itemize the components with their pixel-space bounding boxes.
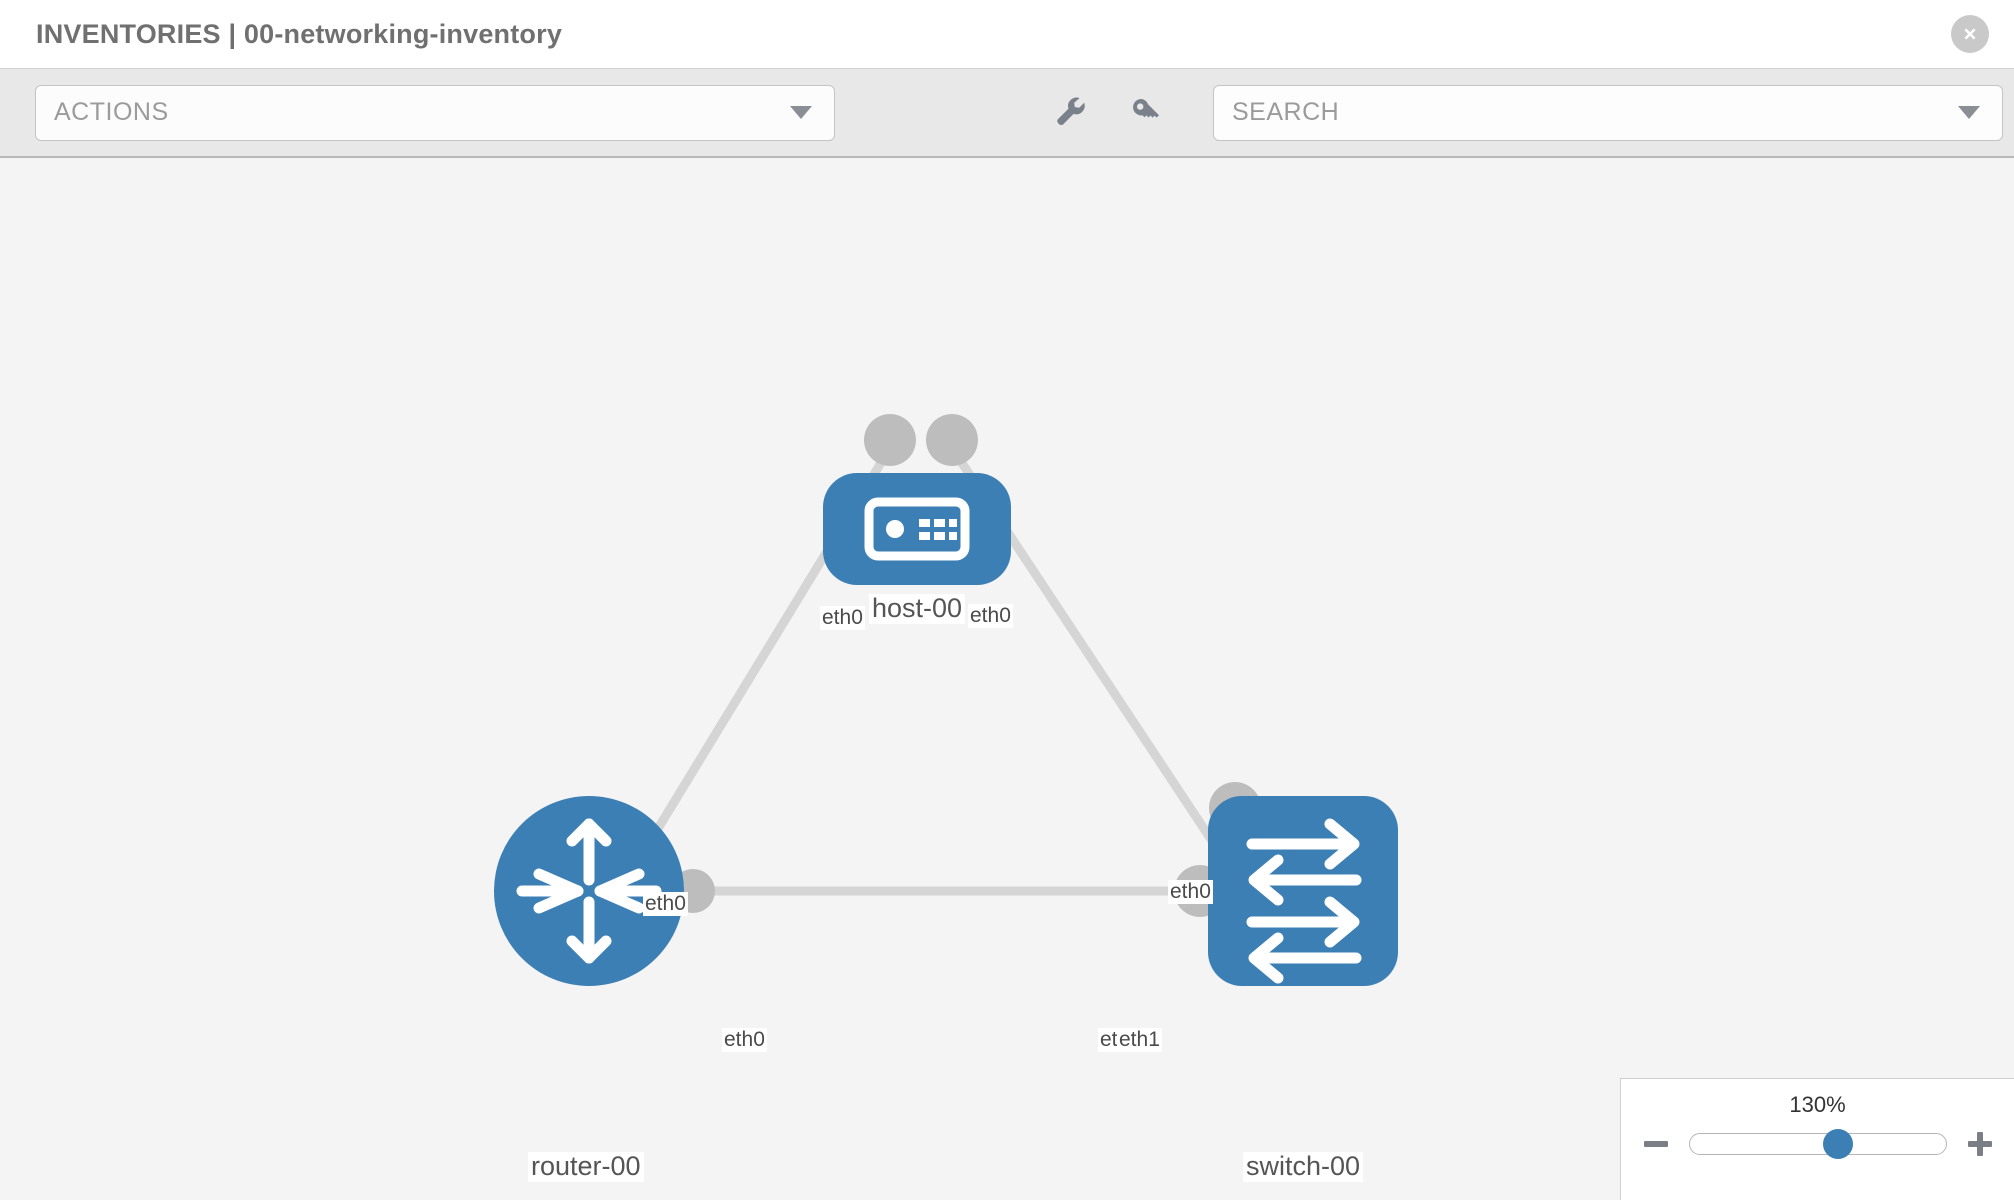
iface-label-switch00-uplink: eth0 [1168, 880, 1213, 905]
server-icon [864, 497, 970, 561]
port-host00-eth0-left [864, 414, 916, 466]
iface-label-host00-right: eth0 [968, 604, 1013, 629]
zoom-control-panel: 130% [1620, 1078, 2014, 1200]
search-placeholder: SEARCH [1232, 98, 1340, 126]
key-icon[interactable] [1128, 91, 1166, 134]
search-input[interactable]: SEARCH [1213, 84, 2003, 141]
topology-graph [494, 414, 1398, 986]
node-host-00 [823, 473, 1011, 585]
zoom-slider-thumb[interactable] [1822, 1129, 1853, 1159]
topology-canvas[interactable]: host-00 router-00 switch-00 eth0 eth0 et… [0, 158, 2014, 1200]
toolbar-icon-group [1050, 91, 1166, 134]
chevron-down-icon [790, 106, 812, 119]
close-icon[interactable] [1951, 15, 1989, 53]
page-title: INVENTORIES | 00-networking-inventory [36, 18, 563, 49]
router-arrows-icon [516, 818, 662, 964]
switch-arrows-icon [1246, 818, 1362, 984]
zoom-slider-track[interactable] [1688, 1129, 1947, 1159]
iface-label-router00-uplink: eth0 [643, 892, 688, 917]
iface-label-switch00-eth1: eth1 [1117, 1028, 1162, 1053]
node-label-switch-00[interactable]: switch-00 [1243, 1151, 1364, 1182]
zoom-level-value: 130% [1789, 1092, 1846, 1117]
toolbar: ACTIONS SEARCH [0, 68, 2014, 158]
iface-label-router00-eth0: eth0 [722, 1028, 767, 1053]
page-header: INVENTORIES | 00-networking-inventory [0, 0, 2014, 68]
node-label-host-00[interactable]: host-00 [869, 593, 966, 624]
actions-dropdown[interactable]: ACTIONS [35, 84, 835, 141]
actions-dropdown-label: ACTIONS [54, 98, 169, 126]
zoom-out-button[interactable] [1641, 1129, 1671, 1159]
zoom-in-button[interactable] [1965, 1129, 1995, 1159]
wrench-icon[interactable] [1050, 91, 1088, 134]
port-host00-eth0-right [926, 414, 978, 466]
chevron-down-icon[interactable] [1958, 106, 1980, 119]
iface-label-host00-left: eth0 [820, 606, 865, 631]
node-label-router-00[interactable]: router-00 [528, 1151, 644, 1182]
node-switch-00 [1208, 796, 1398, 986]
node-router-00 [494, 796, 684, 986]
